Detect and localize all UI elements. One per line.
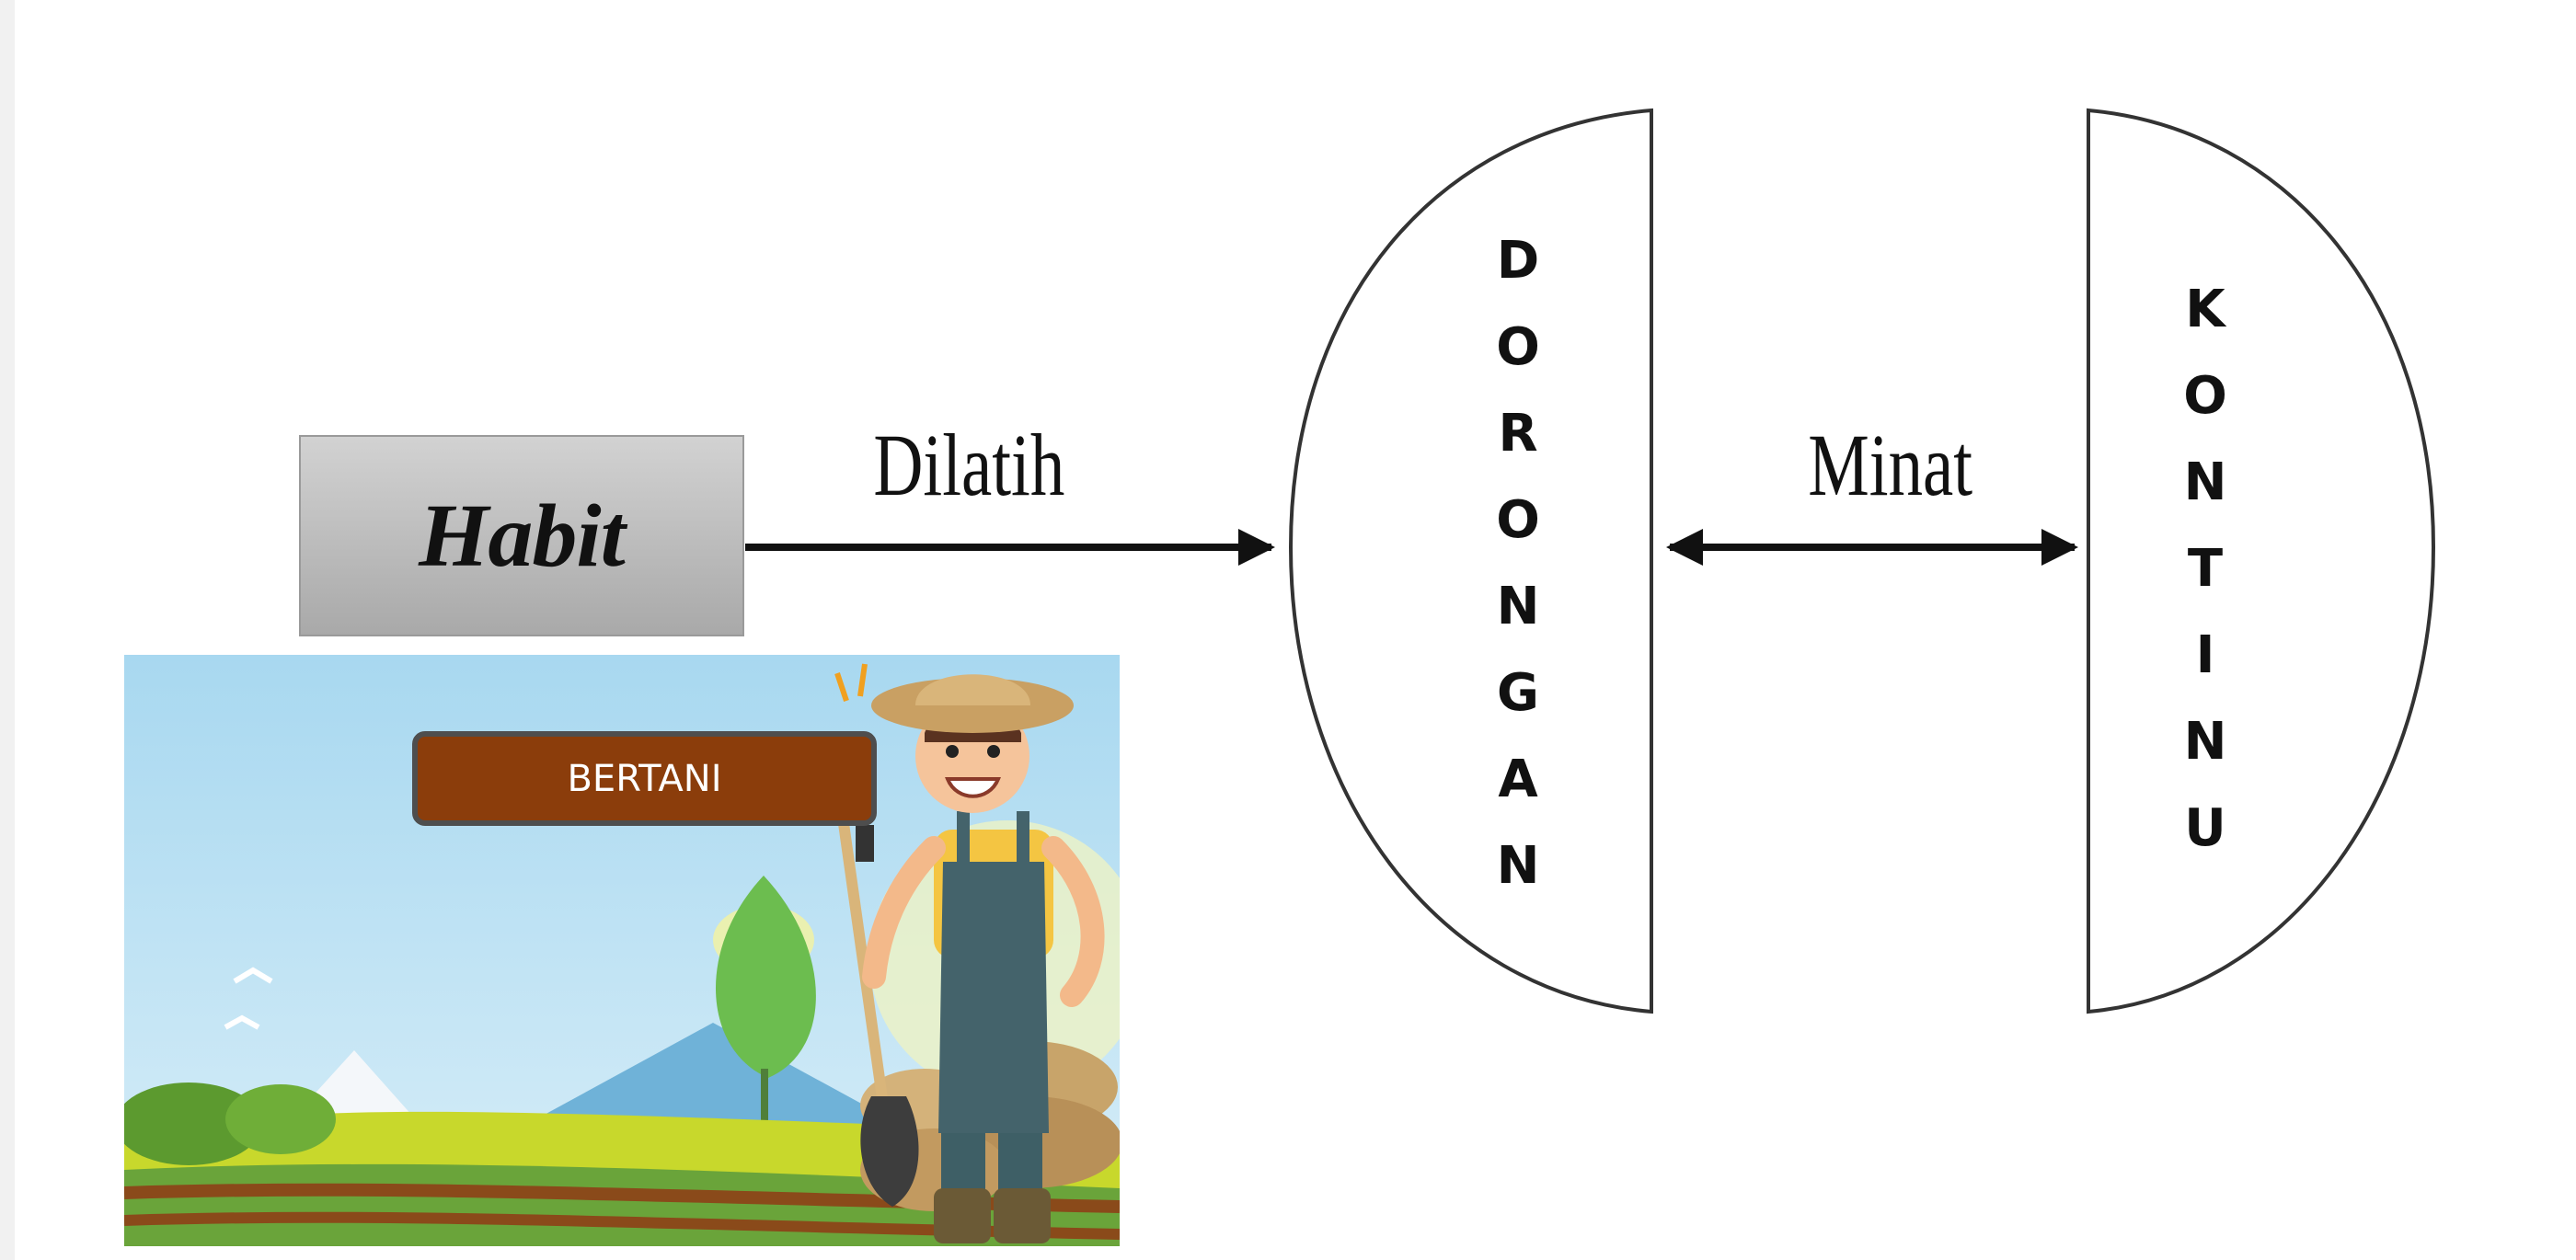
farmer-scene [124, 655, 1120, 1246]
farmer-smile [945, 777, 1001, 798]
dorongan-letter: N [1496, 836, 1540, 896]
dorongan-letter: G [1497, 663, 1539, 723]
dorongan-letter: O [1496, 317, 1540, 377]
farmer-arm-2 [1041, 836, 1105, 1007]
dorongan-node-shape [1288, 108, 1653, 1014]
shovel-blade-icon [860, 1096, 919, 1207]
farmer-hat-icon [915, 674, 1030, 705]
kontinu-letter: K [2185, 280, 2225, 339]
dorongan-letter: N [1496, 577, 1540, 636]
habit-label: Habit [419, 486, 626, 586]
farmer-boot-2 [994, 1188, 1051, 1243]
farmer-eye-2 [987, 745, 1000, 758]
bertani-sign: BERTANI [412, 731, 877, 826]
habit-node: Habit [299, 435, 744, 636]
dorongan-letter: A [1498, 750, 1538, 809]
farmer-boot [934, 1188, 991, 1243]
farmer-arm [862, 836, 946, 989]
dorongan-letter: R [1498, 404, 1538, 464]
overall-strap-2 [1017, 811, 1029, 885]
farmer-overalls [938, 862, 1049, 1133]
kontinu-letter: U [2184, 798, 2226, 858]
kontinu-label: K O N T I N U [2164, 267, 2247, 872]
edge-label-minat: Minat [1808, 416, 1973, 514]
farmer-eye [946, 745, 959, 758]
tree-icon [715, 876, 816, 1078]
tree-trunk [761, 1069, 768, 1124]
dorongan-letter: O [1496, 490, 1540, 550]
kontinu-letter: I [2195, 625, 2215, 685]
bird-icon-2 [224, 1014, 260, 1030]
bird-icon [233, 967, 273, 984]
kontinu-letter: O [2183, 366, 2227, 426]
kontinu-letter: N [2183, 452, 2227, 512]
bush [124, 1082, 262, 1165]
kontinu-node-shape [2087, 108, 2436, 1014]
dorongan-letter: D [1496, 231, 1540, 291]
kontinu-letter: N [2183, 712, 2227, 772]
sparkle-icon [834, 663, 868, 702]
bertani-label: BERTANI [567, 757, 722, 800]
kontinu-letter: T [2187, 539, 2224, 599]
bush-2 [225, 1084, 336, 1154]
shovel-grip [856, 825, 874, 862]
farm-illustration [124, 655, 1120, 1246]
overall-strap [957, 811, 970, 885]
edge-label-dilatih: Dilatih [873, 416, 1065, 514]
mountain [511, 1023, 915, 1133]
dorongan-label: D O R O N G A N [1477, 218, 1559, 910]
